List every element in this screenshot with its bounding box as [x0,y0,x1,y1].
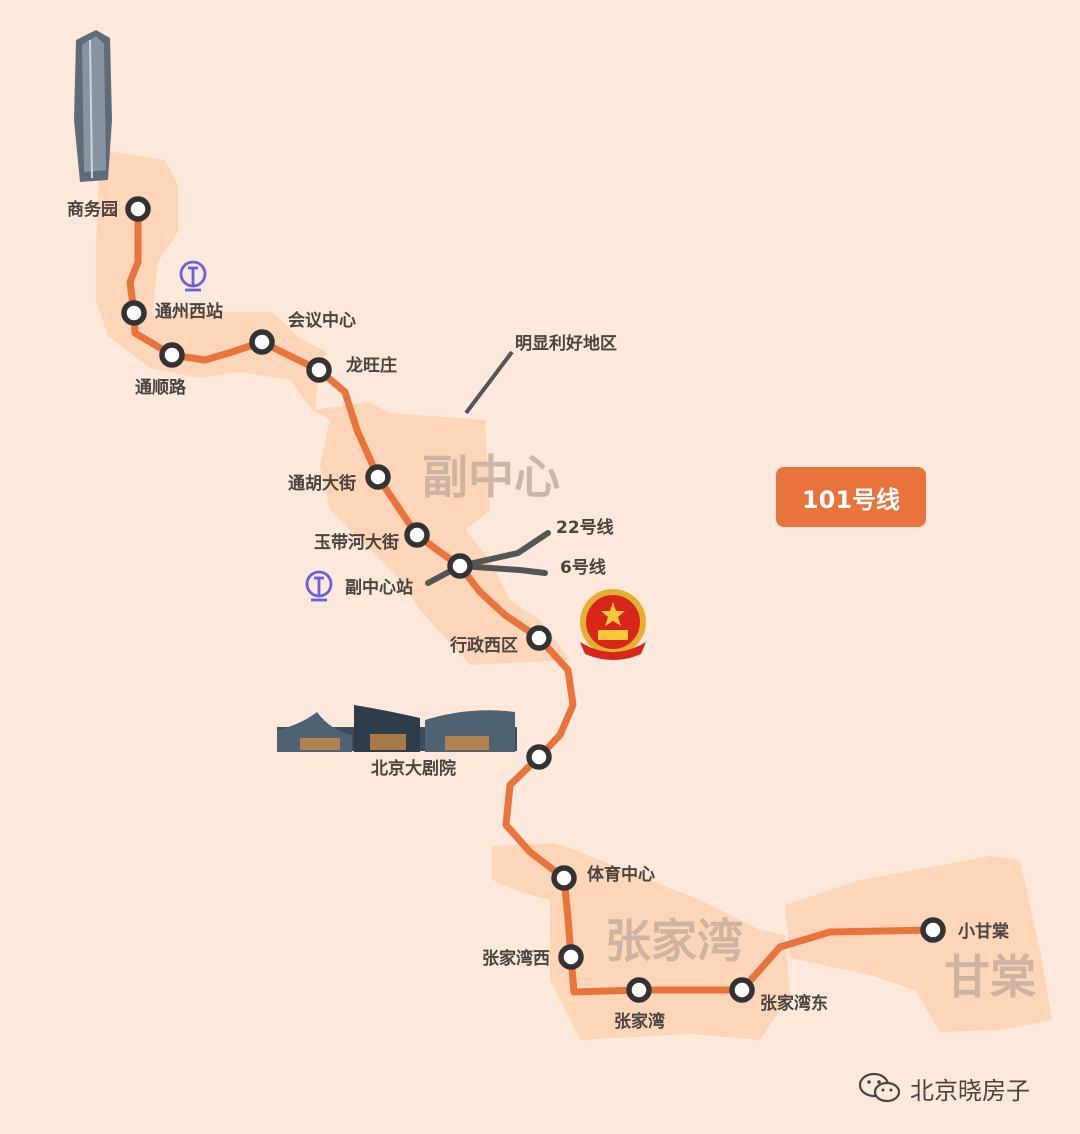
station-label: 玉带河大街 [314,532,399,553]
area-label-zhangjiawan: 张家湾 [605,914,743,968]
station-label: 会议中心 [288,310,356,331]
station-markers [121,196,946,1003]
line-22-stub [457,530,551,569]
station-label: 通胡大街 [288,473,356,494]
annotation-label: 明显利好地区 [515,333,617,354]
station-zhangjiawan[interactable] [626,977,652,1003]
railway-station-icon [305,570,333,602]
station-xingzhengxiqu[interactable] [526,625,552,651]
station-zhangjiawanxi[interactable] [558,944,584,970]
station-tongzhouxi[interactable] [121,300,147,326]
transfer-label-6: 6号线 [560,557,606,578]
tower-building-icon [74,30,112,182]
station-tonghudajie[interactable] [365,464,391,490]
grand-theatre-icon [277,705,517,752]
station-label: 龙旺庄 [345,355,397,376]
station-yudaihedajie[interactable] [404,522,430,548]
area-label-gantang: 甘棠 [944,950,1036,1004]
watermark: 北京晓房子 [858,1068,1030,1108]
station-tiyuzhongxin[interactable] [551,865,577,891]
station-label: 副中心站 [345,577,413,598]
station-label: 张家湾 [614,1011,665,1032]
station-label: 体育中心 [587,864,655,885]
watermark-text: 北京晓房子 [910,1076,1030,1105]
station-tongshunlu[interactable] [159,342,185,368]
station-label: 商务园 [67,199,118,220]
station-label: 通州西站 [155,301,223,322]
area-north-corridor [96,150,570,665]
railway-station-icon [179,260,207,292]
wechat-icon [858,1072,901,1103]
transfer-label-22: 22号线 [556,517,614,538]
line-number-badge: 101号线 [776,467,926,527]
station-longwangzhuang[interactable] [306,357,332,383]
area-label-fuzhongxin: 副中心 [422,450,560,504]
annotation-pointer [464,350,514,415]
station-beijingdajuyuan[interactable] [526,744,552,770]
station-label: 张家湾东 [760,993,828,1014]
station-label: 小甘棠 [958,921,1010,942]
station-label: 通顺路 [135,377,187,398]
line-6-stub [457,563,548,576]
station-labels: 商务园 通州西站 通顺路 会议中心 龙旺庄 通胡大街 玉带河大街 副中心站 行政… [67,199,1010,1032]
station-shangwuyuan[interactable] [125,196,151,222]
station-zhangjiawandong[interactable] [729,977,755,1003]
national-emblem-icon [580,589,646,660]
station-huiyizhongxin[interactable] [249,329,275,355]
station-xiaogantang[interactable] [920,917,946,943]
station-fuzhongxinzhan[interactable] [447,553,473,579]
station-label: 行政西区 [449,635,518,656]
station-label: 北京大剧院 [371,758,456,779]
area-gantang [785,856,1052,1032]
station-label: 张家湾西 [482,948,550,969]
